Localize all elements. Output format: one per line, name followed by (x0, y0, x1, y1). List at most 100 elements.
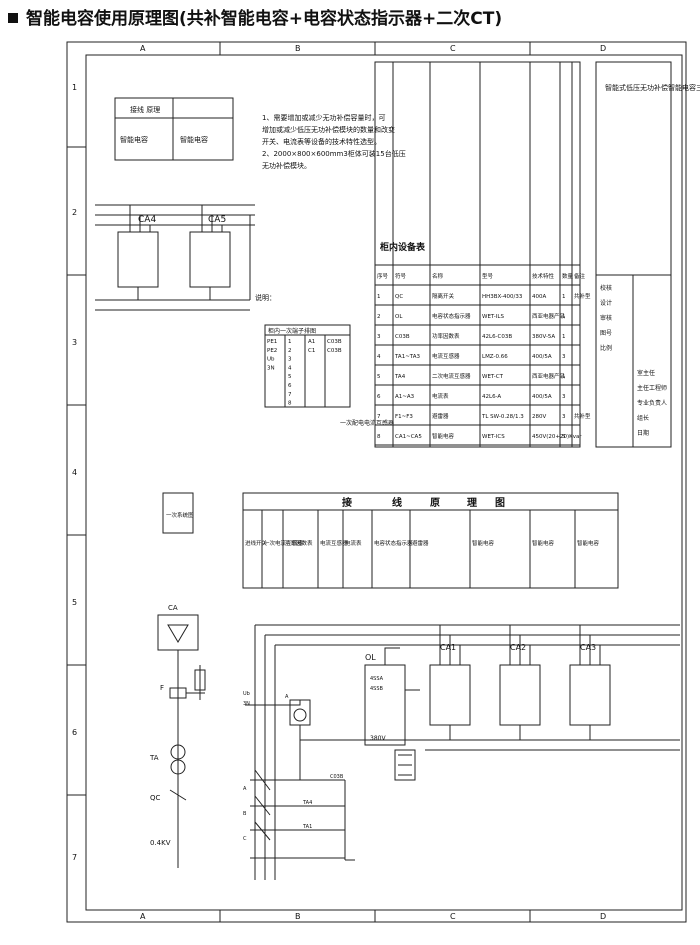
border-letter: A (140, 912, 146, 921)
terminal-cell: 3N (267, 365, 275, 371)
equip-cell: 电流互感器 (432, 352, 460, 360)
qc-label: QC (150, 794, 161, 802)
equip-cell: 3 (377, 334, 381, 340)
a-label: A (285, 694, 289, 700)
equip-header-cell: 符号 (395, 272, 407, 280)
equip-cell: 42L6-C03B (482, 334, 512, 340)
ol-b-label: 4SSB (370, 686, 384, 692)
ca-label: CA3 (580, 643, 596, 652)
terminal-cell: 1 (288, 339, 292, 345)
page-title-text: 智能电容使用原理图(共补智能电容+电容状态指示器+二次CT) (26, 9, 503, 29)
notes-heading: 说明： (255, 293, 276, 302)
equip-cell: 42L6-A (482, 394, 501, 400)
wiring-cell: 进线开关 (245, 539, 268, 547)
tb-label: 审核 (600, 314, 612, 322)
ta-label: TA (149, 754, 159, 762)
terminal-cell: C03B (327, 339, 342, 345)
equip-cell: 电容状态指示器 (432, 312, 471, 320)
equip-cell: 400/5A (532, 394, 552, 400)
wiring-cell: 电容状态指示器 (374, 539, 413, 547)
frame-ticks (67, 42, 531, 922)
equip-cell: 3 (562, 394, 566, 400)
tb-label: 室主任 (637, 369, 655, 377)
equip-cell: 避雷器 (432, 412, 449, 420)
equip-cell: OL (395, 314, 403, 320)
n3-label: 3N (243, 701, 250, 707)
c03b-label: C03B (330, 774, 344, 780)
equip-cell: WET-ICS (482, 434, 505, 440)
equip-cell: 7 (377, 414, 381, 420)
equip-header-cell: 数量 (562, 272, 574, 280)
side-number: 7 (72, 853, 77, 862)
small-legend-box: 接线 原理 智能电容 智能电容 (114, 97, 234, 161)
equip-cell: 2 (377, 314, 381, 320)
border-letter: A (140, 44, 146, 53)
primary-system-diagram (157, 614, 206, 868)
side-number: 6 (72, 728, 77, 737)
wiring-columns (242, 510, 619, 588)
border-letter: D (600, 44, 606, 53)
side-number: 3 (72, 338, 77, 347)
equip-header-cell: 序号 (377, 272, 389, 280)
equip-header-cell: 备注 (574, 272, 586, 280)
tb-label: 专业负责人 (637, 399, 667, 407)
equip-cell: 3 (562, 354, 566, 360)
equip-cell: 1 (562, 374, 566, 380)
wiring-title-char: 线 (392, 496, 402, 509)
equip-cell: TA1~TA3 (394, 354, 420, 360)
phase-label: C (243, 836, 247, 842)
equip-cell: C03B (395, 334, 410, 340)
wiring-cell: 智能电容 (577, 539, 600, 547)
tb-label: 组长 (637, 414, 649, 422)
equip-cell: F1~F3 (395, 414, 413, 420)
tb-label: 校核 (600, 284, 612, 292)
fuse-block (394, 749, 416, 781)
equip-cell: 6 (377, 394, 381, 400)
side-number-group: 1 2 3 4 5 6 7 A B C D A B C D (72, 44, 606, 921)
capacitor-ca4 (117, 231, 159, 288)
voltage-label: 0.4KV (150, 839, 171, 847)
wiring-cell: 避雷器 (412, 539, 429, 547)
terminal-cell: 2 (288, 348, 292, 354)
wiring-cell: 电流表 (345, 539, 362, 547)
ol-a-label: 4SSA (370, 676, 384, 682)
equip-cell: 450V(20+20)Kvar (532, 434, 582, 440)
equip-cell: CA1~CA5 (395, 434, 422, 440)
capacitor-ca1 (429, 664, 471, 726)
terminal-cell: Ub (267, 357, 275, 363)
main-circuit-labels: CA1 CA2 CA3 OL 380V 4SSA 4SSB Ub 3N A C0… (243, 643, 596, 842)
wiring-title-char: 理 (467, 497, 477, 509)
wiring-cell: 功率因数表 (285, 539, 313, 547)
terminal-cell: 7 (288, 392, 292, 398)
side-number: 1 (72, 83, 77, 92)
voltage-380-label: 380V (370, 735, 386, 742)
terminal-cell: 4 (288, 365, 292, 371)
capacitor-ca2 (499, 664, 541, 726)
equip-cell: 二次电流互感器 (432, 372, 471, 380)
tb-label: 图号 (600, 330, 612, 337)
equip-cell: LMZ-0.66 (482, 354, 508, 360)
primary-system-label: 一次系统图 (166, 511, 194, 519)
ct-circle (170, 744, 186, 760)
terminal-table-title: 柜内一次端子排图 (268, 327, 316, 335)
equip-cell: 280V (532, 414, 546, 420)
wiring-cells: 进线开关一次电流互感器功率因数表电流互感器电流表电容状态指示器避雷器智能电容智能… (245, 539, 600, 547)
notes-line: 增加或减少低压无功补偿模块的数量和改变 (262, 125, 395, 134)
bullet-icon (8, 13, 18, 23)
equip-cell: 5 (562, 434, 566, 440)
equip-cell: A1~A3 (395, 394, 415, 400)
equip-cell: 智能电容 (432, 432, 455, 440)
side-number: 4 (72, 468, 77, 477)
equip-cell: WET-CT (482, 374, 504, 380)
side-number: 5 (72, 598, 77, 607)
equip-cell: WET-ILS (482, 314, 504, 320)
equip-cell: 380V-5A (532, 334, 555, 340)
ca-label: CA5 (208, 215, 226, 225)
page-title: 智能电容使用原理图(共补智能电容+电容状态指示器+二次CT) (8, 4, 502, 34)
equip-cell: 400/5A (532, 354, 552, 360)
capacitor-ca5 (189, 231, 231, 288)
equip-cell: 西亚电器产品 (532, 372, 566, 380)
terminal-cell: 8 (288, 401, 292, 407)
